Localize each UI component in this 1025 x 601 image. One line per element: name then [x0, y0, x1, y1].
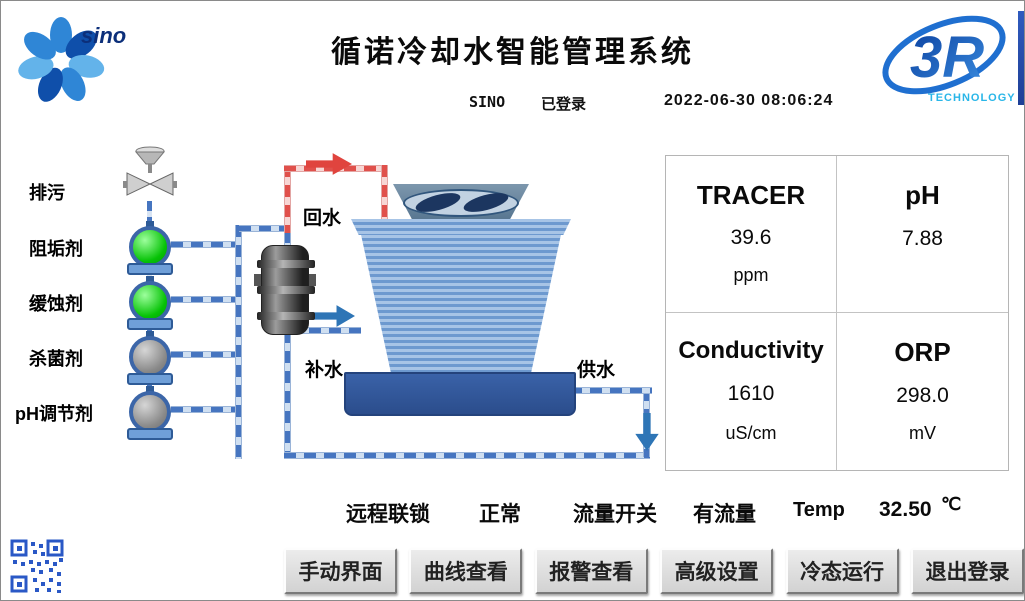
logout-button[interactable]: 退出登录 — [910, 548, 1024, 594]
qr-code-icon — [9, 538, 65, 594]
label-blowdown: 排污 — [29, 183, 65, 203]
3r-logo-text: 3R — [910, 25, 984, 90]
dosing-line-2 — [171, 296, 237, 303]
cooling-tower-body[interactable] — [361, 235, 561, 373]
label-ph-adjuster: pH调节剂 — [15, 404, 93, 424]
filter-port — [309, 274, 316, 286]
metric-unit: mV — [909, 423, 936, 443]
pump-stopped-indicator — [129, 391, 171, 433]
pump-stopped-indicator — [129, 336, 171, 378]
label-scale-inhibitor: 阻垢剂 — [29, 239, 83, 259]
temp-unit: ℃ — [941, 494, 962, 514]
metric-tracer: TRACER 39.6 ppm — [666, 156, 837, 313]
pump-biocide[interactable] — [127, 331, 173, 385]
makeup-pipe — [289, 327, 361, 334]
loop-left-riser — [284, 231, 291, 459]
metric-name: ORP — [894, 337, 951, 367]
sino-logo: sino — [18, 17, 126, 102]
blowdown-valve-icon[interactable] — [123, 145, 177, 203]
metric-name: pH — [905, 180, 940, 210]
pump-cap — [146, 386, 154, 392]
datetime: 2022-06-30 08:06:24 — [664, 92, 834, 109]
metric-orp: ORP 298.0 mV — [837, 313, 1008, 470]
cold-run-button[interactable]: 冷态运行 — [785, 548, 899, 594]
dosing-line-1 — [171, 241, 237, 248]
supply-pipe — [570, 387, 652, 394]
advanced-settings-button[interactable]: 高级设置 — [660, 548, 774, 594]
alarm-view-button[interactable]: 报警查看 — [534, 548, 648, 594]
metric-name: Conductivity — [678, 337, 824, 364]
label-corrosion-inhibitor: 缓蚀剂 — [29, 294, 83, 314]
tower-basin — [344, 372, 576, 416]
dosing-line-4 — [171, 406, 237, 413]
pump-corrosion-inhibitor[interactable] — [127, 276, 173, 330]
3r-logo-subtext: TECHNOLOGY — [928, 92, 1016, 104]
curve-view-button[interactable]: 曲线查看 — [409, 548, 523, 594]
filter-vessel[interactable] — [254, 245, 316, 335]
filter-flange — [257, 312, 315, 320]
flow-switch-label: 流量开关 — [573, 503, 657, 526]
return-flow-arrow-icon — [306, 153, 352, 175]
sino-logo-text: sino — [81, 23, 126, 48]
pump-cap — [146, 331, 154, 337]
dosing-top-connector — [239, 225, 291, 232]
pump-cap — [146, 276, 154, 282]
label-makeup-water: 补水 — [305, 360, 344, 381]
cooling-tower-top — [351, 219, 571, 235]
filter-port — [254, 274, 261, 286]
metric-value: 7.88 — [902, 226, 943, 250]
pump-base — [127, 428, 173, 440]
3r-technology-logo: 3R TECHNOLOGY — [882, 15, 1016, 104]
metric-value: 298.0 — [896, 383, 949, 407]
pump-ph-adjuster[interactable] — [127, 386, 173, 440]
pump-base — [127, 263, 173, 275]
login-status: 已登录 — [541, 96, 587, 113]
metric-ph: pH 7.88 — [837, 156, 1008, 313]
return-drop-pipe — [381, 165, 388, 219]
metrics-panel: TRACER 39.6 ppm pH 7.88 Conductivity 161… — [665, 155, 1009, 471]
label-return-water: 回水 — [303, 208, 342, 229]
metric-unit: ppm — [733, 265, 769, 285]
label-biocide: 杀菌剂 — [29, 349, 83, 369]
page-title: 循诺冷却水智能管理系统 — [331, 36, 694, 69]
metric-conductivity: Conductivity 1610 uS/cm — [666, 313, 837, 470]
manual-screen-button[interactable]: 手动界面 — [284, 548, 397, 594]
interlock-value: 正常 — [479, 503, 521, 526]
pump-running-indicator — [129, 226, 171, 268]
pump-scale-inhibitor[interactable] — [127, 221, 173, 275]
metric-value: 39.6 — [730, 226, 772, 249]
metric-value: 1610 — [727, 382, 775, 405]
right-edge-accent — [1018, 11, 1024, 105]
flow-switch-value: 有流量 — [693, 503, 756, 526]
loop-bottom-pipe — [284, 452, 650, 459]
filter-flange — [257, 286, 315, 294]
logged-in-user: SINO — [469, 93, 506, 111]
metric-unit: uS/cm — [725, 423, 777, 443]
pump-base — [127, 318, 173, 330]
label-supply-water: 供水 — [577, 360, 616, 381]
supply-flow-arrow-icon — [635, 413, 659, 451]
return-riser-pipe — [284, 165, 291, 233]
pump-base — [127, 373, 173, 385]
dosing-main-riser — [235, 225, 242, 459]
pump-cap — [146, 221, 154, 227]
temp-label: Temp — [793, 499, 845, 521]
filter-flange — [257, 260, 315, 268]
dosing-line-3 — [171, 351, 237, 358]
metric-name: TRACER — [696, 180, 806, 210]
makeup-flow-arrow-icon — [311, 305, 355, 327]
interlock-label: 远程联锁 — [346, 503, 430, 526]
temp-value: 32.50 — [879, 498, 932, 521]
pump-running-indicator — [129, 281, 171, 323]
nav-button-row: 手动界面 曲线查看 报警查看 高级设置 冷态运行 退出登录 — [284, 548, 1024, 594]
